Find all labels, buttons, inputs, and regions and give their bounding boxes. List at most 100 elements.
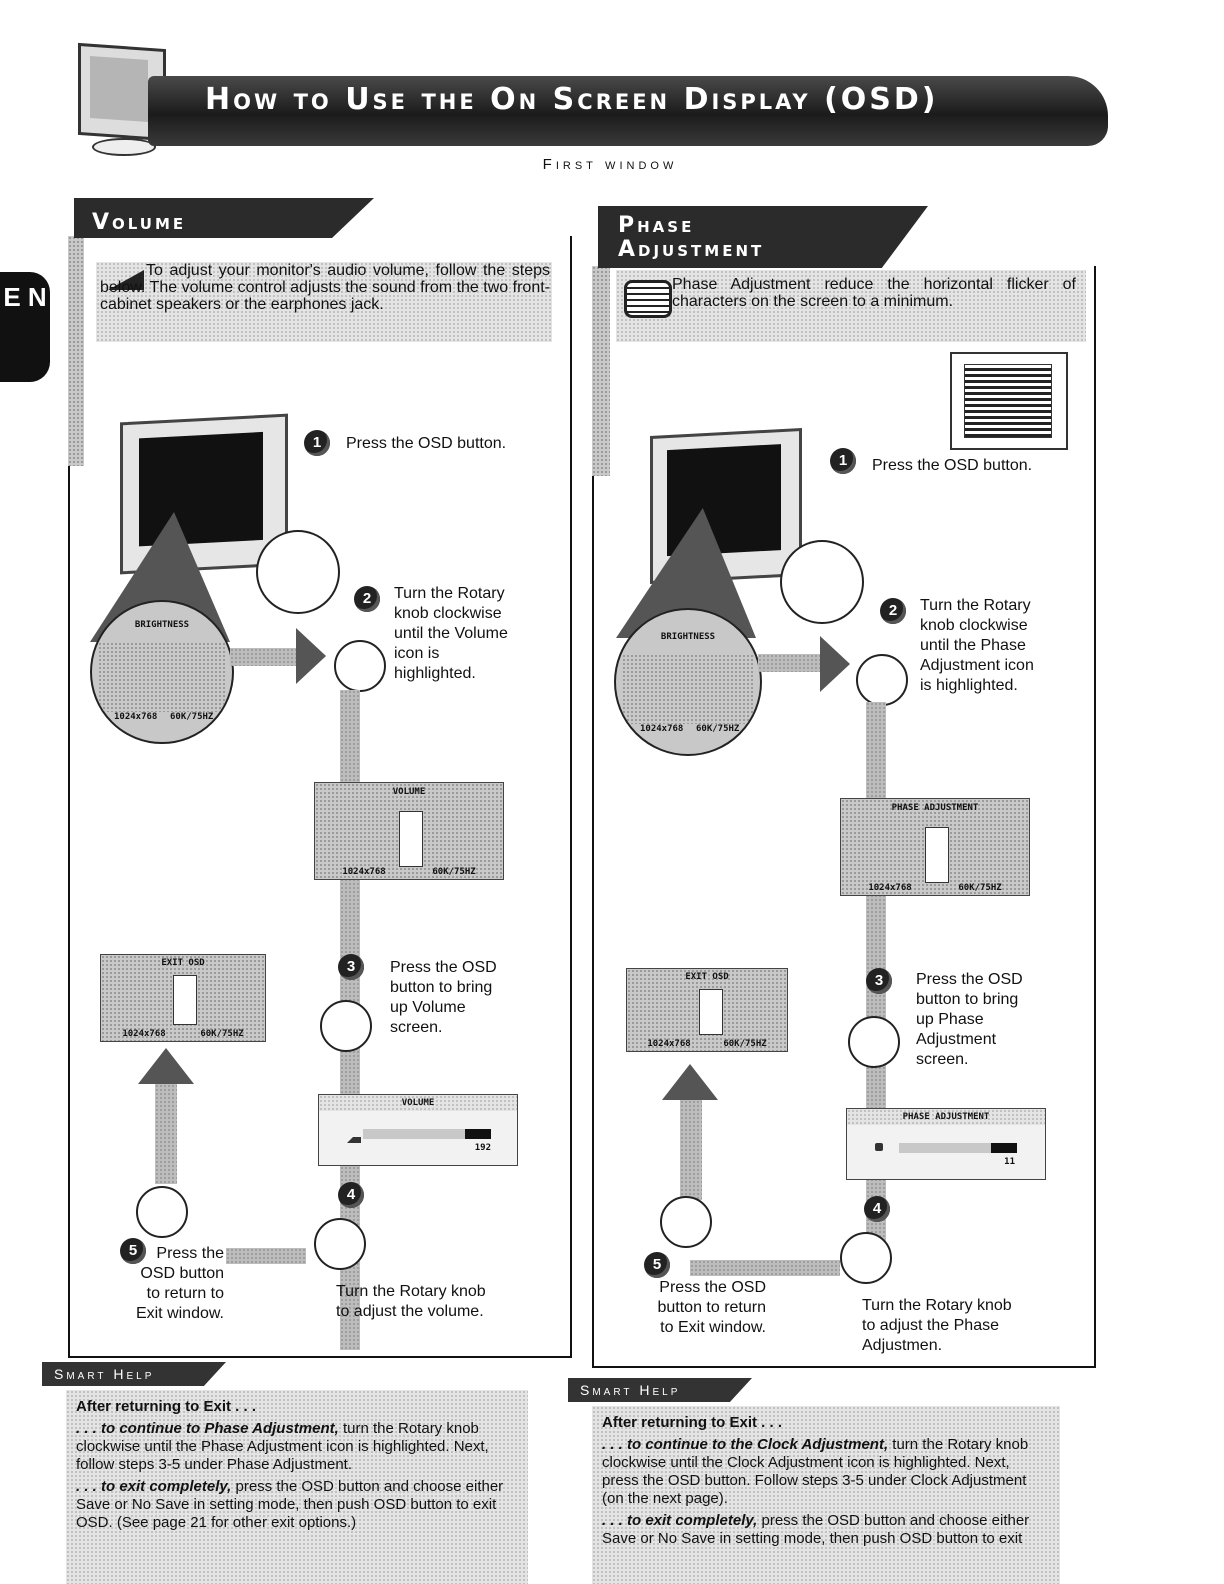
phase-exit-res: 1024x768: [647, 1039, 691, 1049]
phase-step-5-text: Press the OSD button to return to Exit w…: [657, 1279, 766, 1336]
volume-intro-icon: [108, 270, 144, 290]
volume-help-continue-em: . . . to continue to Phase Adjustment,: [76, 1420, 339, 1437]
phase-step-4-text: Turn the Rotary knob to adjust the Phase…: [862, 1297, 1012, 1354]
volume-intro-text: To adjust your monitor's audio volume, f…: [100, 262, 550, 313]
phase-knob-icon-4: [840, 1232, 892, 1284]
phase-osd-brightness-title: BRIGHTNESS: [660, 632, 716, 642]
phase-step-5-number: 5: [644, 1252, 670, 1278]
phase-step5-connector: [690, 1260, 840, 1276]
volume-knob-icon-4: [314, 1218, 366, 1270]
phase-osd-button-icon-3: [848, 1016, 900, 1068]
volume-smart-help-tab: Smart Help: [42, 1362, 226, 1386]
phase-knob-icon-2: [856, 654, 908, 706]
phase-smart-help-box: After returning to Exit . . . . . . to c…: [592, 1406, 1060, 1584]
phase-exit-shaft: [680, 1100, 702, 1200]
phase-exit-freq: 60K/75HZ: [723, 1039, 767, 1049]
phase-help-continue-text: turn the Rotary knob clockwise until the…: [602, 1436, 1029, 1507]
volume-step-2-text: Turn the Rotary knob clockwise until the…: [394, 585, 508, 682]
volume-exit-shaft: [155, 1084, 177, 1184]
volume-help-continue-text: turn the Rotary knob clockwise until the…: [76, 1420, 489, 1473]
volume-step-5-number: 5: [120, 1238, 146, 1264]
phase-help-exit-text: press the OSD button and choose either S…: [602, 1512, 1030, 1547]
volume-panel: [68, 236, 572, 1358]
phase-osd-freq: 60K/75HZ: [696, 724, 740, 734]
volume-osd-button-icon-5: [136, 1186, 188, 1238]
volume-slider-value: 192: [474, 1143, 491, 1153]
phase-smart-help-tab: Smart Help: [568, 1378, 752, 1402]
exit-osd-res: 1024x768: [122, 1029, 166, 1039]
phase-slider-value: 11: [1004, 1157, 1015, 1167]
phase-up-arrow-icon: [662, 1064, 718, 1100]
volume-step-1-text: Press the OSD button.: [346, 435, 507, 452]
volume-step-5-text: Press the OSD button to return to Exit w…: [135, 1245, 224, 1322]
volume-step-4-text: Turn the Rotary knob to adjust the volum…: [336, 1283, 486, 1320]
phase-help-lead: After returning to Exit . . .: [602, 1414, 783, 1431]
phase-step-3-text: Press the OSD button to bring up Phase A…: [916, 971, 1023, 1068]
phase-panel-shade: [592, 266, 610, 476]
volume-title-text: Volume: [92, 210, 187, 235]
phase-step-2-number: 2: [880, 598, 906, 624]
phase-title-line2: Adjustment: [618, 237, 765, 262]
phase-menu-freq: 60K/75HZ: [958, 883, 1002, 893]
phase-step-1-text: Press the OSD button.: [872, 457, 1033, 474]
header-monitor-illustration: [72, 42, 168, 158]
phase-right-arrow-icon: [820, 636, 850, 692]
phase-step-2-text: Turn the Rotary knob clockwise until the…: [920, 597, 1034, 694]
volume-smart-help-box: After returning to Exit . . . . . . to c…: [66, 1390, 528, 1584]
volume-step-3-text: Press the OSD button to bring up Volume …: [390, 959, 497, 1036]
phase-intro-text: Phase Adjustment reduce the horizontal f…: [672, 276, 1076, 310]
phase-osd-res: 1024x768: [640, 724, 684, 734]
phase-intro-box: [616, 270, 1086, 342]
volume-exit-osd: EXIT OSD 1024x768 60K/75HZ: [100, 954, 266, 1042]
volume-osd-button-icon-3: [320, 1000, 372, 1052]
volume-osd-zoom: BRIGHTNESS 1024x768 60K/75HZ: [90, 600, 234, 744]
phase-knob-zoom-icon: [780, 540, 864, 624]
volume-up-arrow-icon: [138, 1048, 194, 1084]
volume-step-3-number: 3: [338, 954, 364, 980]
volume-step5-connector: [226, 1248, 306, 1264]
phase-help-exit-em: . . . to exit completely,: [602, 1512, 758, 1529]
volume-help-exit-text: press the OSD button and choose either S…: [76, 1478, 504, 1531]
phase-slider-title: PHASE ADJUSTMENT: [847, 1109, 1045, 1125]
volume-step-2-number: 2: [354, 586, 380, 612]
volume-slider-title: VOLUME: [319, 1095, 517, 1111]
phase-help-continue-em: . . . to continue to the Clock Adjustmen…: [602, 1436, 889, 1453]
volume-help-lead: After returning to Exit . . .: [76, 1398, 257, 1415]
phase-osd-button-icon-5: [660, 1196, 712, 1248]
osd-freq-left: 60K/75HZ: [170, 712, 214, 722]
phase-arrow-shaft: [758, 654, 822, 672]
volume-right-arrow-icon: [296, 628, 326, 684]
phase-panel: [592, 266, 1096, 1368]
volume-arrow-shaft: [230, 648, 300, 666]
volume-step-1-number: 1: [304, 430, 330, 456]
page-subtitle: First window: [542, 156, 678, 173]
phase-exit-osd: EXIT OSD 1024x768 60K/75HZ: [626, 968, 788, 1052]
volume-osd-menu: VOLUME 1024x768 60K/75HZ: [314, 782, 504, 880]
osd-phase-title: PHASE ADJUSTMENT: [891, 803, 979, 813]
phase-menu-res: 1024x768: [868, 883, 912, 893]
volume-exit-osd-title: EXIT OSD: [161, 958, 205, 968]
osd-res-left: 1024x768: [114, 712, 158, 722]
volume-step-4-number: 4: [338, 1182, 364, 1208]
volume-panel-shade: [68, 236, 84, 466]
volume-slider-track: [363, 1129, 491, 1139]
language-tab: E N: [0, 272, 50, 382]
phase-osd-zoom: BRIGHTNESS 1024x768 60K/75HZ: [614, 608, 762, 756]
exit-osd-freq: 60K/75HZ: [200, 1029, 244, 1039]
phase-osd-menu: PHASE ADJUSTMENT 1024x768 60K/75HZ: [840, 798, 1030, 896]
phase-intro-icon: [624, 280, 672, 318]
volume-section-title: Volume: [74, 198, 374, 238]
osd-volume-title: VOLUME: [392, 787, 426, 797]
volume-knob-icon-2: [334, 640, 386, 692]
phase-flicker-monitor: [950, 352, 1068, 450]
phase-slider-window: PHASE ADJUSTMENT 11: [846, 1108, 1046, 1180]
phase-title-line1: Phase: [618, 213, 695, 238]
volume-help-exit-em: . . . to exit completely,: [76, 1478, 232, 1495]
volume-intro-box: [96, 262, 552, 342]
osd-menu-freq: 60K/75HZ: [432, 867, 476, 877]
header-banner: [148, 76, 1108, 146]
phase-section-title: Phase Adjustment: [598, 206, 928, 268]
page-title: How to Use the On Screen Display (OSD): [205, 82, 939, 117]
phase-slider-track: [899, 1143, 1017, 1153]
volume-slider-window: VOLUME 192: [318, 1094, 518, 1166]
